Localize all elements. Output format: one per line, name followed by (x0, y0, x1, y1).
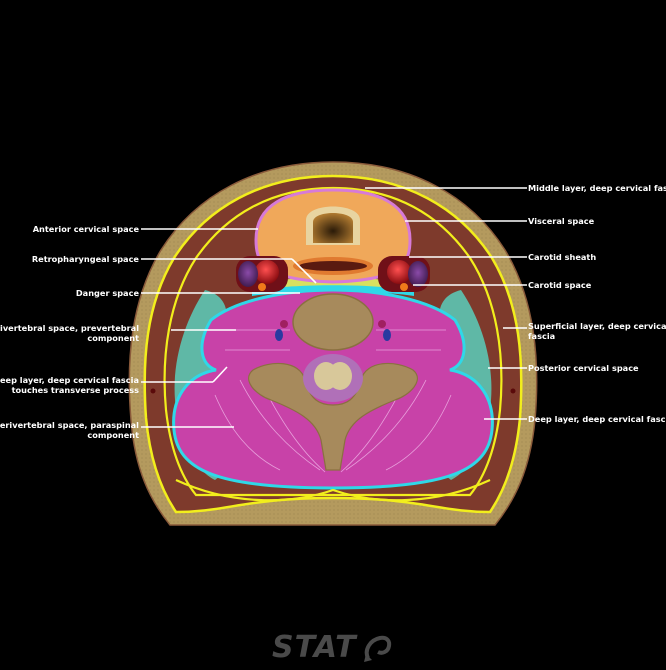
label-line-2: touches transverse process (11, 385, 139, 395)
label-visceral-space: Visceral space (528, 216, 595, 226)
vertebral-vein-left (275, 329, 283, 341)
spinal-cord-right-half (328, 362, 352, 390)
label-perivertebral-paraspinal: Perivertebral space, paraspinal componen… (0, 420, 139, 440)
superficial-fascia-inner (163, 186, 503, 497)
label-line-1: Superficial layer, deep cervical (528, 321, 666, 331)
label-line-2: fascia (528, 331, 556, 341)
label-superficial-layer: Superficial layer, deep cervical fascia (528, 321, 666, 341)
trachea-lumen (313, 213, 353, 243)
vertebral-body (292, 293, 374, 351)
label-line-1: Perivertebral space, prevertebral (0, 323, 139, 333)
label-carotid-space: Carotid space (528, 280, 592, 290)
nerve-dot-left (150, 388, 156, 394)
danger-space-band (252, 284, 414, 296)
label-line-2: component (87, 333, 139, 343)
label-posterior-cervical-space: Posterior cervical space (528, 363, 639, 373)
nerve-dot-right (510, 388, 516, 394)
vertebral-arch (248, 362, 418, 471)
swirl-arrow-icon (364, 635, 392, 662)
leader-lines-left (141, 228, 317, 428)
pharynx-lumen (299, 261, 367, 271)
posterior-superficial-fascia (175, 479, 491, 502)
label-line-1: Deep layer, deep cervical fascia (0, 375, 139, 385)
label-danger-space: Danger space (75, 288, 139, 298)
vertebral-vein-right (383, 329, 391, 341)
label-anterior-cervical-space: Anterior cervical space (32, 224, 139, 234)
label-deep-layer: Deep layer, deep cervical fascia (528, 414, 666, 424)
vertebral-artery-right (378, 320, 386, 328)
carotid-sheath-right (378, 256, 430, 292)
carotid-sheath-left (236, 256, 288, 292)
label-middle-layer: Middle layer, deep cervical fascia (528, 183, 666, 193)
stat-logo: STAT (272, 630, 357, 665)
vertebral-artery-left (280, 320, 288, 328)
label-line-1: Perivertebral space, paraspinal (0, 420, 139, 430)
label-retropharyngeal-space: Retropharyngeal space (31, 254, 139, 264)
logo-text: STAT (272, 630, 357, 665)
label-deep-layer-transverse-process: Deep layer, deep cervical fascia touches… (0, 375, 139, 395)
label-line-2: component (87, 430, 139, 440)
label-perivertebral-prevertebral: Perivertebral space, prevertebral compon… (0, 323, 139, 343)
leader-lines-right (365, 187, 527, 420)
label-carotid-sheath: Carotid sheath (528, 252, 597, 262)
